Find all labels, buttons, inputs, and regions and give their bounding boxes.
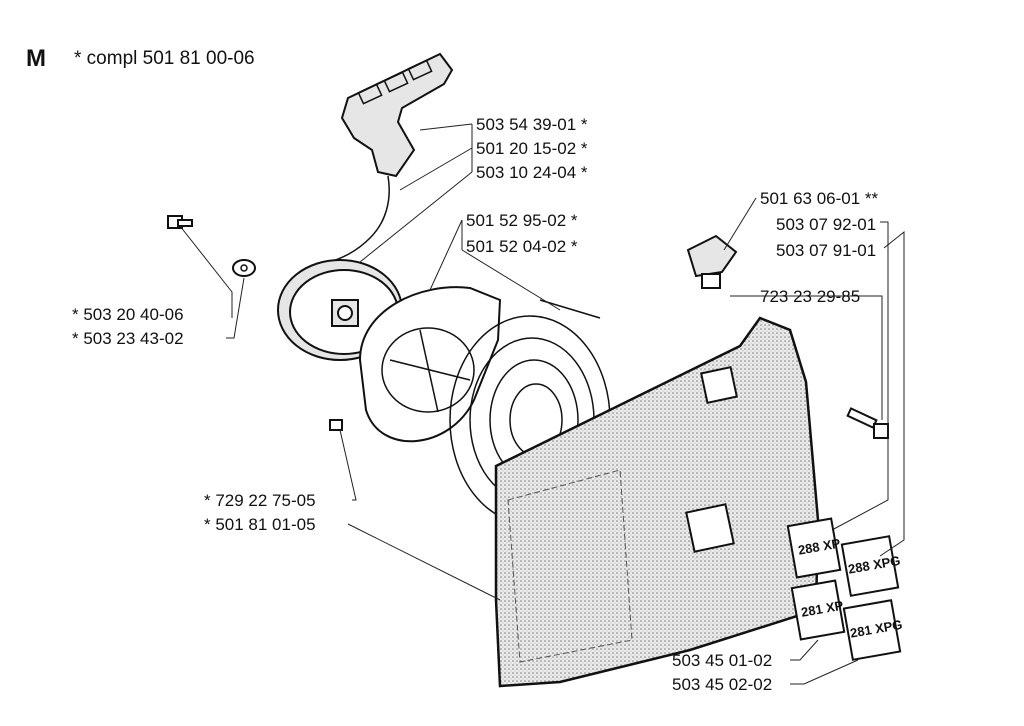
bolt-left [167, 215, 193, 229]
part-label: 503 07 91-01 [776, 241, 876, 260]
filter-cap [686, 234, 738, 289]
svg-text:281 XP: 281 XP [800, 598, 845, 620]
screw-small [329, 419, 343, 431]
part-label: * 729 22 75-05 [204, 491, 316, 510]
part-label: 503 07 92-01 [776, 215, 876, 234]
part-label: 503 45 01-02 [672, 651, 772, 670]
part-label: 723 23 29-85 [760, 287, 860, 306]
brand-logo: M [26, 45, 46, 72]
part-label: * 501 81 01-05 [204, 515, 316, 534]
decal-288-xpg: 288 XPG [840, 535, 902, 597]
leader-lines [179, 123, 905, 685]
svg-text:288 XP: 288 XP [797, 535, 842, 557]
bolt-right [846, 407, 889, 439]
decal-288-xp: 288 XP [786, 517, 842, 579]
part-label: 501 52 04-02 * [466, 237, 578, 256]
part-label: 501 63 06-01 ** [760, 189, 879, 208]
part-label: 501 20 15-02 * [476, 139, 588, 158]
part-label: 501 52 95-02 * [466, 211, 578, 230]
part-label: * 503 20 40-06 [72, 305, 184, 324]
part-label: * 503 23 43-02 [72, 329, 184, 348]
starter-cord [329, 175, 390, 263]
decal-281-xpg: 281 XPG [842, 599, 904, 661]
part-label: 503 45 02-02 [672, 675, 772, 694]
starter-handle [340, 52, 454, 178]
spring-cover [358, 286, 502, 443]
decal-281-xp: 281 XP [790, 579, 846, 641]
washer-left [232, 259, 256, 277]
starter-housing [494, 316, 820, 688]
part-label: 503 10 24-04 * [476, 163, 588, 182]
assembly-title: * compl 501 81 00-06 [74, 48, 255, 69]
part-label: 503 54 39-01 * [476, 115, 588, 134]
